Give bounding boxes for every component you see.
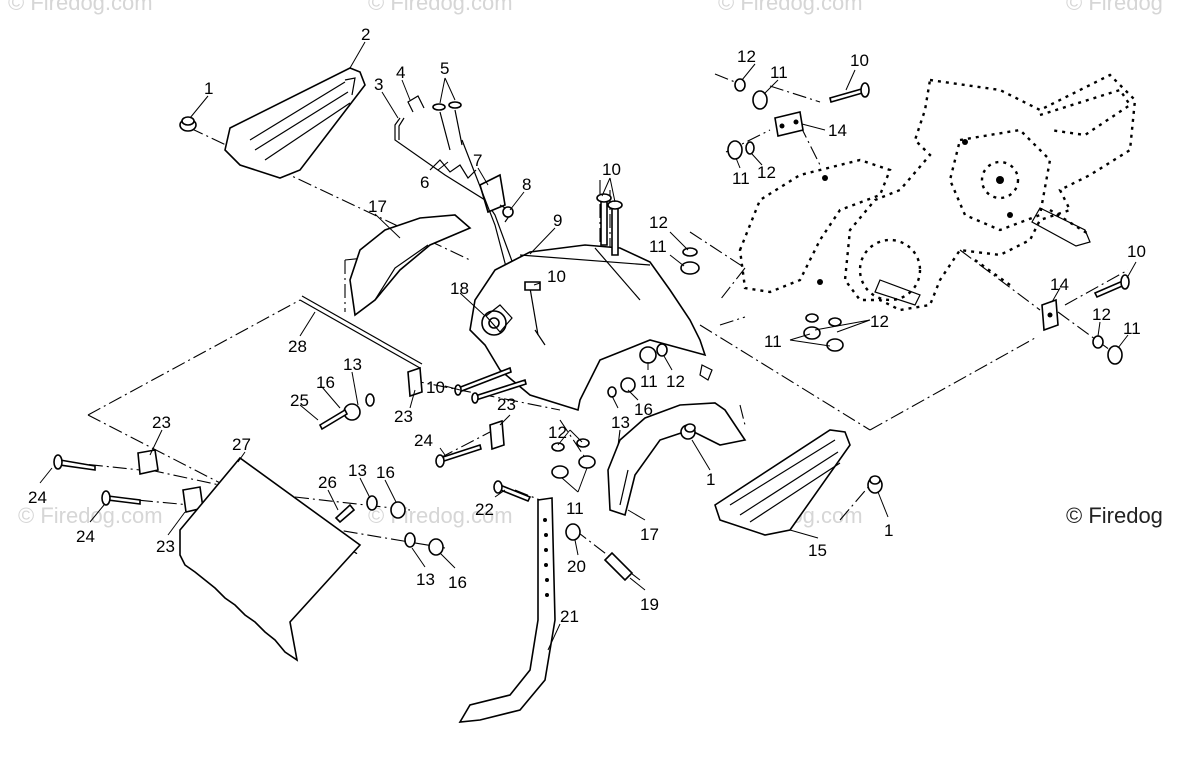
callout-1c: 1 (884, 521, 893, 540)
callout-27: 27 (232, 435, 251, 454)
bracket-upper (774, 111, 804, 137)
callout-25: 25 (290, 391, 309, 410)
callout-4: 4 (396, 63, 405, 82)
callout-12: 12 (649, 213, 668, 232)
callout-23c: 23 (497, 395, 516, 414)
callout-19: 19 (640, 595, 659, 614)
callout-12e: 12 (1092, 305, 1111, 324)
left-side-plate (224, 67, 366, 179)
callout-8: 8 (522, 175, 531, 194)
callout-labels: 1 2 3 4 5 6 7 8 9 10 11 12 13 14 15 16 1… (28, 25, 1146, 626)
flap (179, 456, 362, 662)
callout-24b: 24 (28, 488, 47, 507)
bracket-right (1041, 298, 1059, 332)
callout-10e: 10 (1127, 242, 1146, 261)
callout-21: 21 (560, 607, 579, 626)
callout-12g: 12 (548, 423, 567, 442)
callout-10: 10 (602, 160, 621, 179)
watermark-top-4: © Firedog (1066, 0, 1163, 15)
watermark-top-1: © Firedog.com (8, 0, 153, 15)
callout-18: 18 (450, 279, 469, 298)
leader-lines (39, 41, 1137, 651)
clips (137, 366, 505, 513)
watermark-top-3: © Firedog.com (718, 0, 863, 15)
callout-16d: 16 (448, 573, 467, 592)
callout-6: 6 (420, 173, 429, 192)
callout-9: 9 (553, 211, 562, 230)
callout-23: 23 (152, 413, 171, 432)
callout-13: 13 (343, 355, 362, 374)
callout-16b: 16 (634, 400, 653, 419)
callout-10c: 10 (426, 378, 445, 397)
callout-10b: 10 (547, 267, 566, 286)
tine-side-shield-left (349, 214, 472, 317)
callout-11c: 11 (732, 169, 750, 188)
copyright-notice: © Firedog (1066, 503, 1163, 528)
watermark-mid-1: © Firedog.com (18, 503, 163, 528)
callout-1: 1 (204, 79, 213, 98)
callout-12c: 12 (757, 163, 776, 182)
callout-23d: 23 (156, 537, 175, 556)
callout-17: 17 (368, 197, 387, 216)
control-linkage (394, 95, 536, 326)
callout-2: 2 (361, 25, 370, 44)
callout-12b: 12 (737, 47, 756, 66)
callout-26: 26 (318, 473, 337, 492)
depth-stake (458, 497, 556, 723)
callout-13c: 13 (348, 461, 367, 480)
callout-1b: 1 (706, 470, 715, 489)
transmission-housing (738, 73, 1137, 312)
callout-20: 20 (567, 557, 586, 576)
callout-11: 11 (649, 237, 667, 256)
callout-5: 5 (440, 59, 449, 78)
callout-11d: 11 (764, 332, 782, 351)
watermark-top-2: © Firedog.com (368, 0, 513, 15)
callout-15: 15 (808, 541, 827, 560)
right-side-plate (714, 429, 851, 536)
callout-12f: 12 (666, 372, 685, 391)
callout-3: 3 (374, 75, 383, 94)
callout-16c: 16 (376, 463, 395, 482)
callout-11b: 11 (770, 63, 788, 82)
callout-28: 28 (288, 337, 307, 356)
callout-24c: 24 (76, 527, 95, 546)
callout-14b: 14 (1050, 275, 1069, 294)
callout-14: 14 (828, 121, 847, 140)
callout-12d: 12 (870, 312, 889, 331)
callout-11g: 11 (566, 499, 584, 518)
callout-16: 16 (316, 373, 335, 392)
callout-10d: 10 (850, 51, 869, 70)
tine-shield (469, 244, 707, 412)
callout-7: 7 (473, 151, 482, 170)
callout-23b: 23 (394, 407, 413, 426)
callout-13b: 13 (611, 413, 630, 432)
nut-left (179, 116, 197, 132)
callout-13d: 13 (416, 570, 435, 589)
callout-24: 24 (414, 431, 433, 450)
callout-17b: 17 (640, 525, 659, 544)
callout-11f: 11 (640, 372, 658, 391)
callout-11e: 11 (1123, 319, 1141, 338)
callout-22: 22 (475, 500, 494, 519)
hardware (53, 78, 1130, 582)
long-rod (299, 295, 423, 369)
